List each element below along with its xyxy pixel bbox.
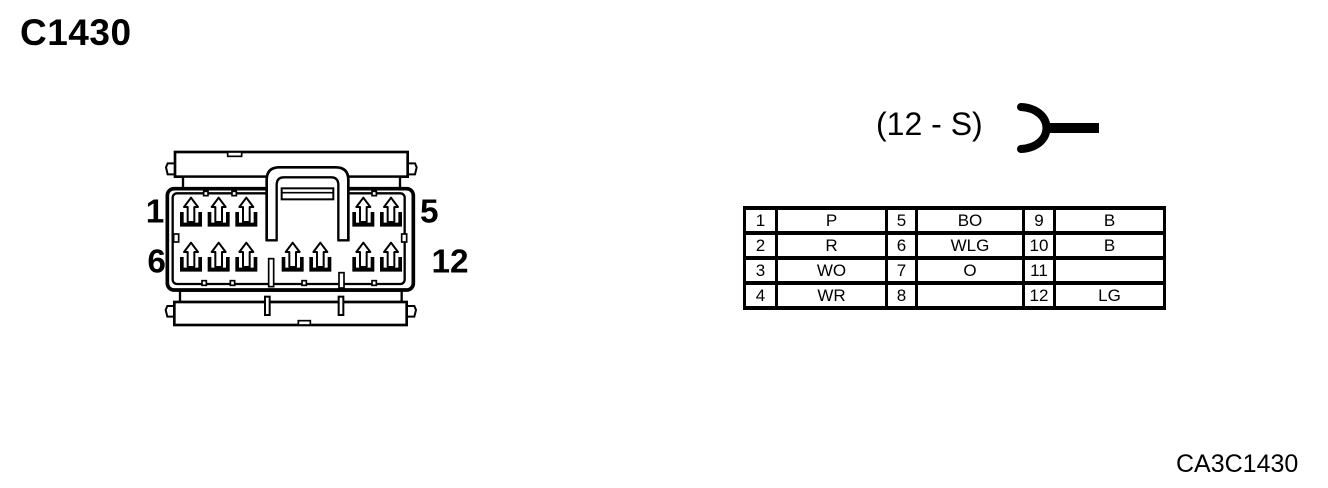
- tick: [202, 190, 209, 197]
- side-slot-left: [172, 233, 180, 243]
- pin-number-cell: 6: [885, 231, 918, 260]
- wire-color-cell: P: [775, 206, 888, 235]
- female-terminal-icon: [1017, 103, 1099, 153]
- wire-color-cell: B: [1053, 231, 1166, 260]
- pin-number-cell: 5: [885, 206, 918, 235]
- pin-color-table: 1 P 5 BO 9 B 2 R 6 WLG 10 B 3 WO 7 O 11: [743, 206, 1166, 310]
- tick: [229, 279, 236, 287]
- wire-color-cell: [1053, 256, 1166, 285]
- tick: [201, 279, 208, 287]
- bottom-slot-right: [337, 295, 345, 316]
- pin-number-cell: 3: [743, 256, 778, 285]
- pin-number-cell: 4: [743, 281, 778, 310]
- pin-number-cell: 12: [1022, 281, 1056, 310]
- table-row: 1 P 5 BO 9 B: [743, 206, 1166, 235]
- terminal-count-label: (12 - S): [876, 106, 983, 142]
- bottom-slot-left: [264, 295, 271, 316]
- wire-color-cell: [915, 281, 1025, 310]
- pin-number-cell: 9: [1022, 206, 1056, 235]
- keyway-slot-a: [267, 257, 275, 288]
- table-row: 2 R 6 WLG 10 B: [743, 231, 1166, 260]
- latch-inner: [275, 176, 340, 242]
- bottom-step: [178, 289, 403, 304]
- pin-number-cell: 10: [1022, 231, 1056, 260]
- wire-color-cell: BO: [915, 206, 1025, 235]
- bottom-flange-notch: [297, 319, 312, 326]
- side-slot-right: [400, 233, 408, 243]
- wire-color-cell: WLG: [915, 231, 1025, 260]
- pin-number-label-6: 6: [147, 244, 166, 281]
- pin-number-label-5: 5: [420, 194, 439, 231]
- bottom-flange: [173, 300, 408, 327]
- table-row: 3 WO 7 O 11: [743, 256, 1166, 285]
- pin-number-label-12: 12: [431, 244, 468, 281]
- figure-code: CA3C1430: [1176, 450, 1299, 478]
- pin-number-cell: 1: [743, 206, 778, 235]
- wire-color-cell: WO: [775, 256, 888, 285]
- tick: [371, 279, 378, 287]
- tick: [301, 279, 308, 287]
- top-flange-notch: [226, 151, 243, 158]
- wire-color-cell: O: [915, 256, 1025, 285]
- wire-color-cell: LG: [1053, 281, 1166, 310]
- pin-number-cell: 11: [1022, 256, 1056, 285]
- tick: [231, 190, 238, 197]
- wire-color-cell: WR: [775, 281, 888, 310]
- wire-color-cell: B: [1053, 206, 1166, 235]
- pin-number-cell: 2: [743, 231, 778, 260]
- pin-number-cell: 8: [885, 281, 918, 310]
- connector-front-view-diagram: 1 5 6 12: [146, 150, 469, 327]
- pin-number-cell: 7: [885, 256, 918, 285]
- pin-number-label-1: 1: [146, 194, 165, 231]
- tick: [371, 190, 378, 197]
- latch-window: [280, 187, 335, 201]
- wire-color-cell: R: [775, 231, 888, 260]
- keyway-slot-b: [338, 271, 345, 289]
- connector-id-title: C1430: [20, 12, 132, 53]
- top-flange: [173, 150, 409, 178]
- table-row: 4 WR 8 12 LG: [743, 281, 1166, 310]
